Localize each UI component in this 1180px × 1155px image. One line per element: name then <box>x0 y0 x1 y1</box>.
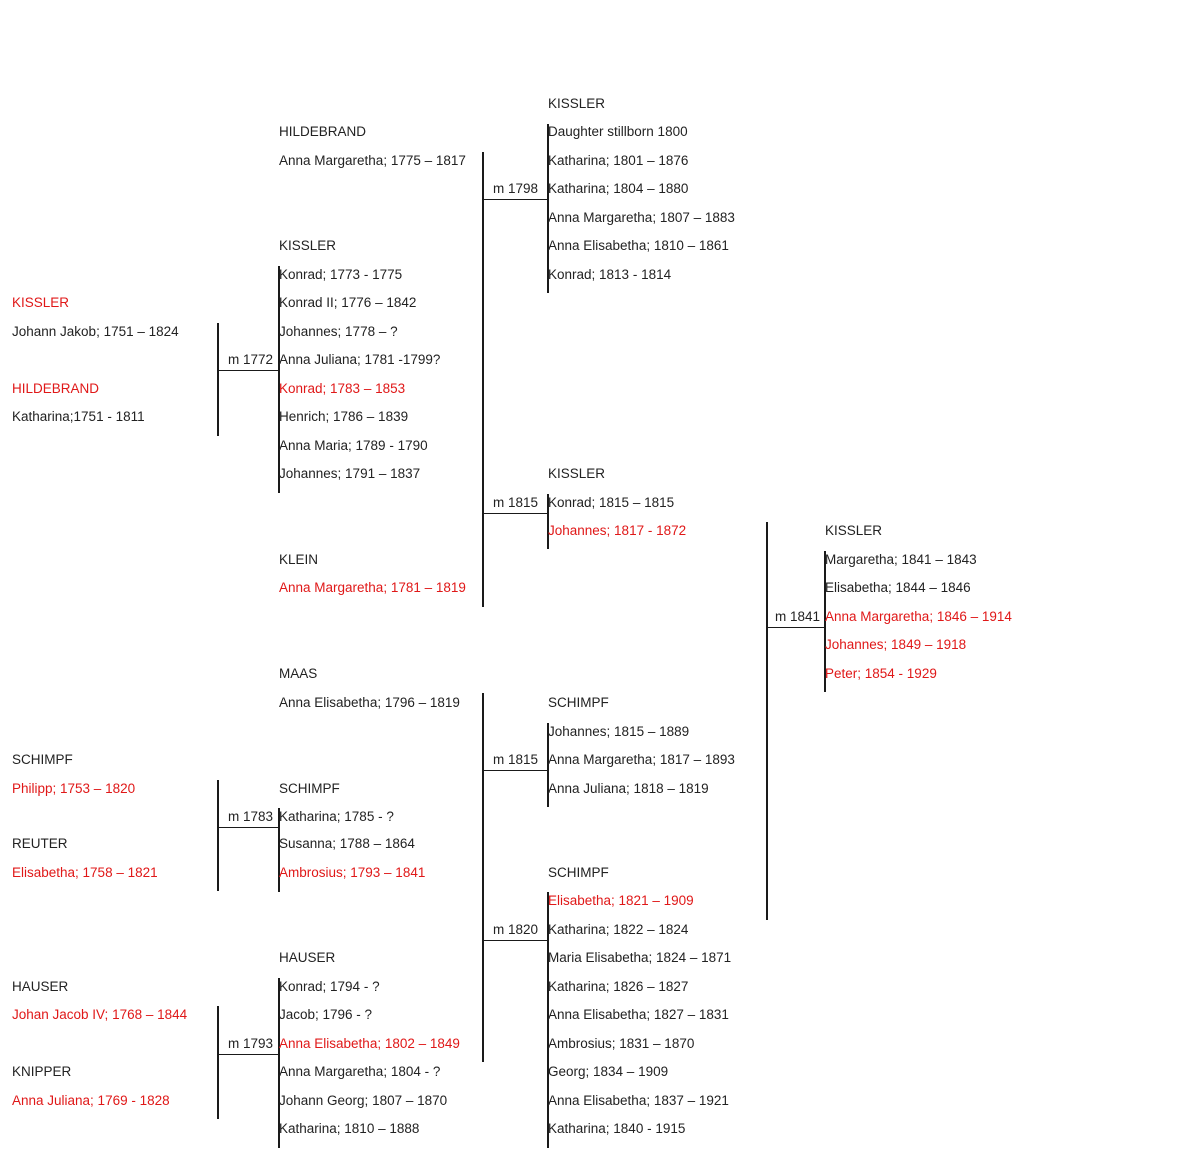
person-label: Katharina; 1801 – 1876 <box>548 153 689 168</box>
marriage-label: m 1815 <box>493 495 539 510</box>
connector-line-vertical <box>278 978 280 1148</box>
person-label: Anna Margaretha; 1804 - ? <box>279 1064 441 1079</box>
person-label: Konrad; 1813 - 1814 <box>548 267 672 282</box>
person-label: Konrad; 1773 - 1775 <box>279 267 403 282</box>
family-name-label: KISSLER <box>12 295 70 310</box>
person-label: Johannes; 1778 – ? <box>279 324 398 339</box>
marriage-label: m 1793 <box>228 1036 274 1051</box>
person-label: Katharina; 1804 – 1880 <box>548 181 689 196</box>
family-name-label: HAUSER <box>12 979 69 994</box>
person-label: Katharina; 1822 – 1824 <box>548 922 689 937</box>
connector-line-vertical <box>482 152 484 607</box>
person-label: Anna Juliana; 1818 – 1819 <box>548 781 709 796</box>
family-name-label: SCHIMPF <box>279 781 340 796</box>
person-label: Johannes; 1815 – 1889 <box>548 724 690 739</box>
person-label: Konrad; 1815 – 1815 <box>548 495 675 510</box>
connector-line-horizontal <box>483 199 547 200</box>
person-label: Johann Jakob; 1751 – 1824 <box>12 324 179 339</box>
family-name-label: KISSLER <box>825 523 883 538</box>
family-name-label: KISSLER <box>548 466 606 481</box>
person-label: Johan Jacob IV; 1768 – 1844 <box>12 1007 188 1022</box>
person-label: Georg; 1834 – 1909 <box>548 1064 669 1079</box>
family-name-label: KNIPPER <box>12 1064 72 1079</box>
person-label: Ambrosius; 1793 – 1841 <box>279 865 426 880</box>
person-label: Maria Elisabetha; 1824 – 1871 <box>548 950 732 965</box>
person-label: Katharina; 1826 – 1827 <box>548 979 689 994</box>
person-label: Anna Elisabetha; 1810 – 1861 <box>548 238 729 253</box>
person-label: Konrad; 1794 - ? <box>279 979 380 994</box>
family-name-label: KISSLER <box>548 96 606 111</box>
family-name-label: REUTER <box>12 836 68 851</box>
person-label: Katharina; 1810 – 1888 <box>279 1121 420 1136</box>
person-label: Johann Georg; 1807 – 1870 <box>279 1093 448 1108</box>
connector-line-horizontal <box>483 513 547 514</box>
person-label: Henrich; 1786 – 1839 <box>279 409 409 424</box>
connector-line-horizontal <box>483 940 547 941</box>
person-label: Konrad; 1783 – 1853 <box>279 381 406 396</box>
connector-line-vertical <box>278 808 280 892</box>
connector-line-horizontal <box>218 370 278 371</box>
person-label: Elisabetha; 1844 – 1846 <box>825 580 971 595</box>
connector-line-vertical <box>217 1006 219 1119</box>
person-label: Anna Margaretha; 1775 – 1817 <box>279 153 466 168</box>
person-label: Anna Juliana; 1769 - 1828 <box>12 1093 170 1108</box>
connector-line-vertical <box>824 551 826 692</box>
person-label: Johannes; 1817 - 1872 <box>548 523 687 538</box>
person-label: Katharina; 1840 - 1915 <box>548 1121 686 1136</box>
family-name-label: SCHIMPF <box>548 865 609 880</box>
connector-line-vertical <box>547 892 549 1148</box>
connector-line-vertical <box>547 723 549 807</box>
connector-line-horizontal <box>767 627 824 628</box>
family-name-label: HILDEBRAND <box>279 124 367 139</box>
person-label: Anna Maria; 1789 - 1790 <box>279 438 428 453</box>
family-name-label: KISSLER <box>279 238 337 253</box>
person-label: Katharina;1751 - 1811 <box>12 409 145 424</box>
marriage-label: m 1815 <box>493 752 539 767</box>
marriage-label: m 1820 <box>493 922 539 937</box>
family-name-label: MAAS <box>279 666 318 681</box>
family-name-label: SCHIMPF <box>548 695 609 710</box>
connector-line-vertical <box>217 780 219 891</box>
person-label: Anna Elisabetha; 1827 – 1831 <box>548 1007 729 1022</box>
marriage-label: m 1798 <box>493 181 539 196</box>
person-label: Johannes; 1791 – 1837 <box>279 466 421 481</box>
person-label: Daughter stillborn 1800 <box>548 124 688 139</box>
person-label: Susanna; 1788 – 1864 <box>279 836 415 851</box>
connector-line-vertical <box>766 522 768 920</box>
family-name-label: KLEIN <box>279 552 319 567</box>
person-label: Anna Margaretha; 1807 – 1883 <box>548 210 735 225</box>
person-label: Johannes; 1849 – 1918 <box>825 637 967 652</box>
person-label: Philipp; 1753 – 1820 <box>12 781 136 796</box>
person-label: Katharina; 1785 - ? <box>279 809 394 824</box>
person-label: Anna Elisabetha; 1802 – 1849 <box>279 1036 460 1051</box>
connector-line-horizontal <box>483 770 547 771</box>
person-label: Anna Margaretha; 1817 – 1893 <box>548 752 735 767</box>
person-label: Elisabetha; 1758 – 1821 <box>12 865 158 880</box>
family-name-label: HILDEBRAND <box>12 381 100 396</box>
connector-line-horizontal <box>218 1054 278 1055</box>
person-label: Anna Margaretha; 1781 – 1819 <box>279 580 466 595</box>
person-label: Anna Juliana; 1781 -1799? <box>279 352 441 367</box>
marriage-label: m 1772 <box>228 352 274 367</box>
person-label: Jacob; 1796 - ? <box>279 1007 373 1022</box>
connector-line-vertical <box>547 124 549 293</box>
connector-line-horizontal <box>218 827 278 828</box>
person-label: Anna Elisabetha; 1796 – 1819 <box>279 695 460 710</box>
person-label: Margaretha; 1841 – 1843 <box>825 552 977 567</box>
person-label: Ambrosius; 1831 – 1870 <box>548 1036 695 1051</box>
person-label: Anna Margaretha; 1846 – 1914 <box>825 609 1012 624</box>
connector-line-vertical <box>547 494 549 549</box>
connector-line-vertical <box>278 266 280 493</box>
family-name-label: SCHIMPF <box>12 752 73 767</box>
family-name-label: HAUSER <box>279 950 336 965</box>
person-label: Konrad II; 1776 – 1842 <box>279 295 417 310</box>
marriage-label: m 1783 <box>228 809 274 824</box>
connector-line-vertical <box>482 693 484 1062</box>
marriage-label: m 1841 <box>775 609 821 624</box>
person-label: Peter; 1854 - 1929 <box>825 666 937 681</box>
person-label: Anna Elisabetha; 1837 – 1921 <box>548 1093 729 1108</box>
connector-line-vertical <box>217 323 219 436</box>
person-label: Elisabetha; 1821 – 1909 <box>548 893 694 908</box>
